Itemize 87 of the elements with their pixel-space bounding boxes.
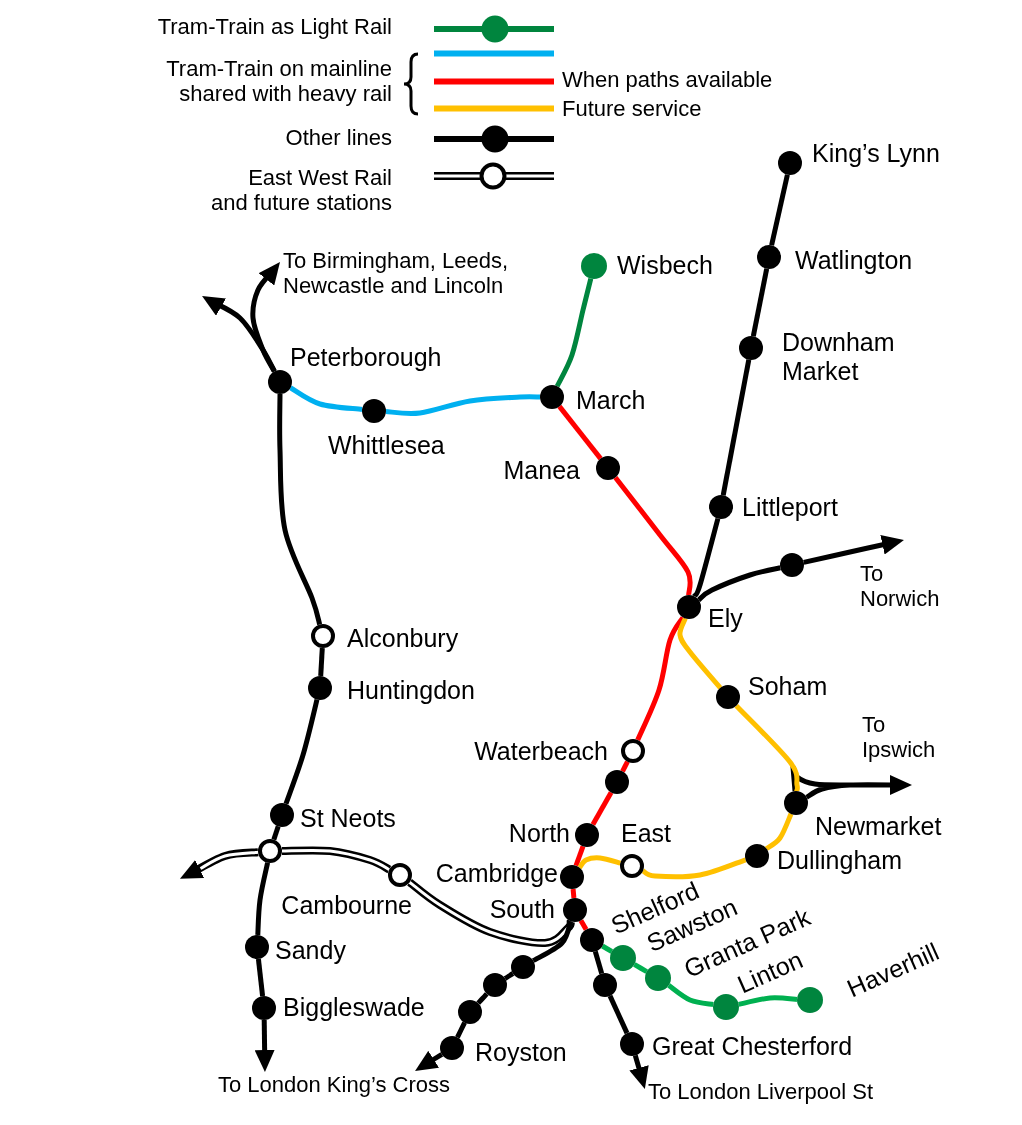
station-name: Cambridge — [435, 858, 558, 888]
station-name: Downham Market — [782, 328, 895, 386]
station-name: North — [508, 818, 570, 848]
rail-line — [592, 950, 605, 975]
destination-label: To London Liverpool St — [648, 1079, 874, 1105]
rail-line — [503, 971, 515, 981]
rail-line — [318, 647, 325, 677]
station-name: Watlington — [795, 245, 913, 275]
rail-line-arrow — [629, 1054, 649, 1090]
station-name: Royston — [475, 1037, 567, 1067]
station-name: Sandy — [275, 935, 346, 965]
rail-line — [633, 962, 648, 974]
rail-line — [255, 862, 271, 936]
legend-label: Tram-Train on mainline shared with heavy rail — [166, 55, 392, 107]
rail-line — [765, 812, 794, 851]
rail-line — [385, 394, 541, 417]
station-name: Whittlesea — [328, 430, 445, 460]
station-name: Peterborough — [290, 342, 442, 372]
rail-line — [734, 703, 800, 792]
legend-label: When paths available — [562, 67, 773, 93]
rail-line — [277, 394, 323, 626]
station-name: Great Chesterford — [652, 1031, 853, 1061]
station-name: King’s Lynn — [812, 138, 940, 168]
station-dot — [593, 973, 617, 997]
rail-line — [570, 888, 577, 899]
rail-line — [607, 994, 630, 1035]
station-name: Alconbury — [347, 623, 459, 653]
rail-line — [769, 174, 790, 246]
legend-label: East West Rail and future stations — [211, 164, 392, 216]
station-name: South — [489, 894, 555, 924]
double-rail-line — [180, 848, 259, 880]
rail-line — [677, 617, 723, 690]
rail-line — [750, 268, 770, 337]
rail-line — [641, 857, 747, 880]
rail-line — [601, 943, 614, 954]
station-name: Waterbeach — [474, 736, 608, 766]
double-rail-line — [281, 846, 392, 874]
rail-line — [532, 920, 573, 963]
station-name: East — [621, 818, 672, 848]
rail-line — [692, 517, 721, 599]
station-name: Biggleswade — [283, 992, 425, 1022]
rail-line — [577, 855, 622, 870]
rail-line — [590, 791, 614, 826]
station-name: Cambourne — [281, 890, 412, 920]
rail-line — [255, 958, 266, 997]
station-name: St Neots — [300, 803, 396, 833]
station-name: Newmarket — [815, 811, 942, 841]
destination-label: To Birmingham, Leeds, Newcastle and Lincoln — [283, 247, 508, 299]
station-name: Ely — [708, 603, 743, 633]
station-dot — [605, 770, 629, 794]
station-dot — [780, 553, 804, 577]
station-name: Soham — [748, 671, 828, 701]
destination-label: To Norwich — [860, 560, 940, 612]
rail-line — [554, 278, 594, 388]
rail-line — [696, 565, 781, 602]
station-name: Littleport — [742, 492, 838, 522]
destination-label: To Ipswich — [862, 711, 936, 763]
rail-line — [557, 404, 603, 461]
rail-line — [613, 475, 693, 596]
rail-line — [667, 983, 714, 1007]
legend-label: Tram-Train as Light Rail — [157, 14, 392, 40]
rail-line — [283, 699, 320, 805]
open-station-dot — [258, 839, 282, 863]
station-name: Wisbech — [617, 250, 713, 280]
rail-line-arrow — [254, 1019, 275, 1072]
station-name: March — [576, 385, 646, 415]
rail-line-arrow — [803, 535, 904, 565]
rail-line — [578, 919, 589, 931]
station-name: Manea — [503, 455, 580, 485]
destination-label: To London King’s Cross — [218, 1072, 450, 1098]
station-dot — [511, 955, 535, 979]
legend-label: Future service — [562, 96, 702, 122]
rail-line — [720, 359, 752, 496]
rail-line-arrow — [250, 262, 281, 373]
rail-line — [738, 995, 798, 1007]
station-dot — [483, 973, 507, 997]
station-dot — [458, 1000, 482, 1024]
rail-line — [573, 845, 586, 867]
legend-label: Other lines — [285, 125, 392, 151]
station-name: Dullingham — [777, 845, 903, 875]
rail-line — [289, 385, 363, 412]
rail-line — [455, 1021, 467, 1039]
double-rail-line — [407, 879, 575, 948]
rail-line — [635, 616, 686, 741]
rail-line — [476, 992, 489, 1005]
rail-line-arrow — [415, 1050, 444, 1072]
station-name: Huntingdon — [347, 675, 475, 705]
